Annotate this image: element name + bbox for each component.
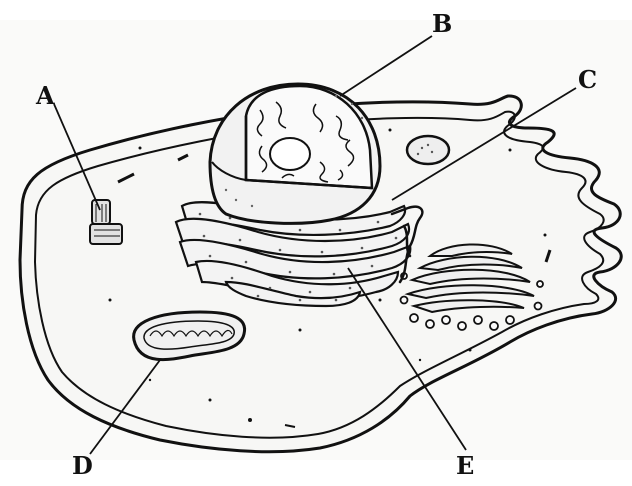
label-c: C — [578, 65, 597, 94]
nucleus — [210, 84, 380, 223]
label-b: B — [432, 9, 452, 38]
label-d: D — [72, 451, 93, 480]
vesicle — [407, 136, 449, 164]
label-e: E — [456, 451, 474, 480]
label-a: A — [35, 81, 55, 110]
